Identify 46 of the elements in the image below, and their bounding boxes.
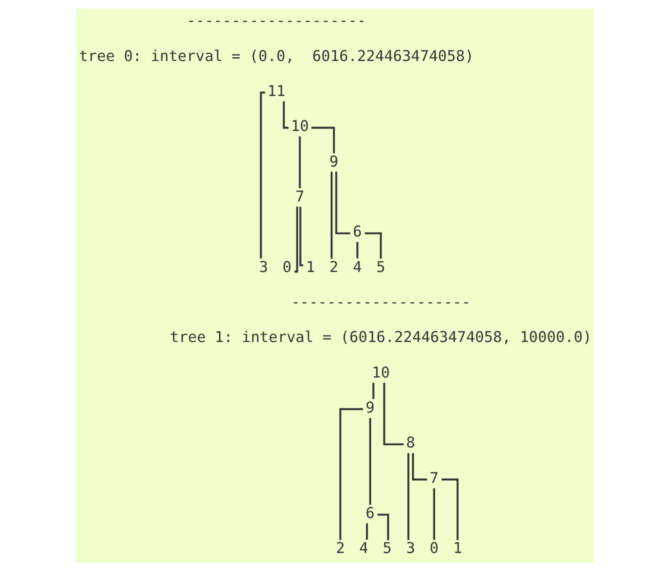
connector	[339, 408, 363, 540]
node-text: 5	[376, 258, 386, 276]
connector	[412, 453, 427, 480]
node-text: 4	[352, 258, 362, 276]
connector	[433, 488, 436, 540]
node-text: 0	[282, 258, 292, 276]
node-text: 10	[372, 363, 390, 382]
node-text: 1	[453, 539, 462, 558]
node-text: 5	[382, 539, 392, 558]
connector	[372, 382, 374, 400]
label: --------------------	[291, 293, 471, 312]
node-text: 6	[366, 504, 375, 522]
connector	[260, 92, 266, 258]
node-text: 4	[359, 539, 368, 558]
node-text: 2	[329, 258, 338, 276]
connector	[299, 206, 304, 266]
node-text: 10	[290, 117, 309, 136]
connector	[356, 242, 358, 258]
node-text: 3	[406, 539, 416, 558]
node-text: 2	[336, 539, 345, 558]
connector	[330, 172, 333, 259]
node-text: 8	[406, 434, 416, 452]
node-text: 0	[430, 539, 439, 558]
node-text: 7	[295, 188, 304, 206]
connector	[366, 523, 368, 540]
node-text: 1	[306, 258, 315, 276]
label: --------------------	[186, 12, 366, 30]
label: tree 0: interval = (0.0, 6016.224463474058)	[78, 46, 474, 65]
connector	[364, 232, 382, 259]
node-text: 3	[259, 258, 268, 276]
connector	[377, 514, 390, 540]
node-text: 6	[352, 222, 362, 241]
connector	[407, 453, 410, 540]
node-text: 9	[366, 398, 375, 417]
label: tree 1: interval = (6016.224463474058, 10000.0)	[170, 328, 592, 346]
connector	[442, 478, 459, 540]
node-text: 11	[267, 82, 286, 100]
connector	[282, 101, 289, 129]
connector	[335, 172, 350, 234]
connector	[383, 382, 404, 446]
connector	[311, 126, 335, 154]
connector	[369, 418, 372, 505]
connector	[294, 206, 298, 273]
node-text: 7	[430, 468, 439, 487]
node-text: 9	[329, 152, 338, 170]
connector	[298, 136, 301, 188]
